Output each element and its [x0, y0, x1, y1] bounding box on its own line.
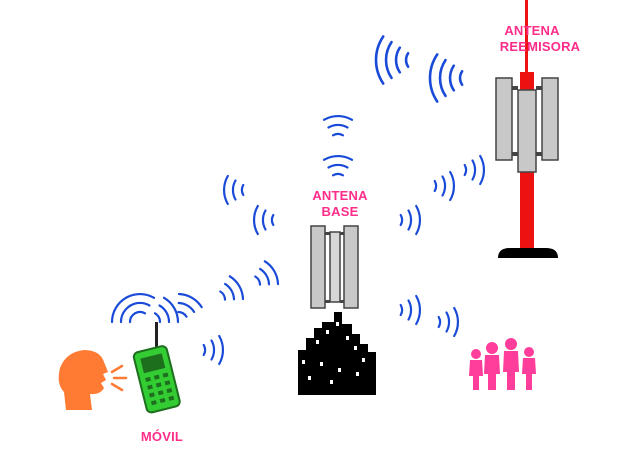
radio-wave-arc [110, 296, 128, 324]
radio-wave-arc [327, 123, 349, 129]
radio-wave-arc [415, 294, 421, 326]
radio-wave-arc [133, 310, 147, 315]
radio-wave-arc [322, 155, 354, 161]
radio-wave-arc [399, 213, 404, 227]
radio-wave-arc [228, 275, 245, 301]
radio-wave-arc [407, 209, 413, 231]
radio-wave-arc [177, 310, 188, 318]
mobile-label: MÓVIL [141, 429, 183, 444]
radio-wave-arc [202, 343, 207, 357]
radio-wave-arc [394, 46, 402, 74]
radio-wave-arc [177, 292, 203, 309]
radio-wave-arc [224, 282, 236, 301]
radio-wave-arc [259, 267, 271, 286]
radio-wave-arc [124, 293, 156, 299]
radio-wave-arc [331, 172, 345, 177]
radio-wave-arc [119, 304, 132, 324]
base-antenna-icon [310, 225, 359, 309]
relay-antenna-label-line2: REEMISORA [500, 39, 581, 54]
radio-wave-arc [438, 58, 447, 98]
relay-tower-icon [495, 0, 559, 258]
relay-antenna-label-line1: ANTENA [504, 23, 560, 38]
radio-wave-arc [374, 35, 385, 85]
radio-wave-arc [327, 163, 349, 169]
radio-wave-arc [322, 115, 354, 121]
speaking-head-icon [58, 350, 128, 410]
people-family-icon [469, 338, 536, 390]
radio-wave-arc [129, 301, 151, 307]
radio-wave-arc [479, 154, 485, 186]
radio-wave-arc [231, 179, 237, 201]
radio-wave-arc [433, 179, 438, 193]
radio-wave-arc [449, 170, 455, 202]
radio-wave-arc [263, 260, 280, 286]
radio-wave-arc [404, 52, 410, 68]
radio-wave-arc [270, 213, 275, 227]
radio-wave-arc [428, 53, 439, 103]
radio-wave-arc [219, 290, 227, 301]
city-buildings-icon [298, 312, 376, 395]
radio-wave-arc [437, 315, 442, 329]
base-antenna-label-line1: ANTENA [312, 188, 368, 203]
radio-wave-arc [177, 301, 196, 313]
radio-wave-arc [223, 174, 229, 206]
radio-waves-icon [110, 35, 485, 366]
radio-wave-arc [441, 175, 447, 197]
radio-wave-arc [453, 306, 459, 338]
radio-wave-arc [261, 209, 267, 231]
radio-wave-arc [218, 334, 224, 366]
radio-wave-arc [458, 70, 464, 86]
radio-wave-arc [448, 64, 456, 92]
radio-wave-arc [240, 183, 245, 197]
radio-wave-arc [253, 204, 259, 236]
mobile-phone-icon [132, 322, 181, 414]
radio-wave-arc [471, 159, 477, 181]
radio-wave-arc [463, 163, 468, 177]
radio-wave-arc [384, 40, 393, 80]
radio-wave-arc [399, 303, 404, 317]
radio-wave-arc [210, 339, 216, 361]
radio-wave-arc [331, 132, 345, 137]
radio-wave-arc [128, 312, 137, 324]
radio-wave-arc [407, 299, 413, 321]
base-antenna-label-line2: BASE [322, 204, 359, 219]
radio-wave-arc [445, 311, 451, 333]
radio-wave-arc [162, 296, 180, 324]
radio-wave-arc [254, 275, 262, 286]
radio-wave-arc [153, 312, 162, 324]
radio-wave-arc [415, 204, 421, 236]
radio-wave-arc [158, 304, 171, 324]
